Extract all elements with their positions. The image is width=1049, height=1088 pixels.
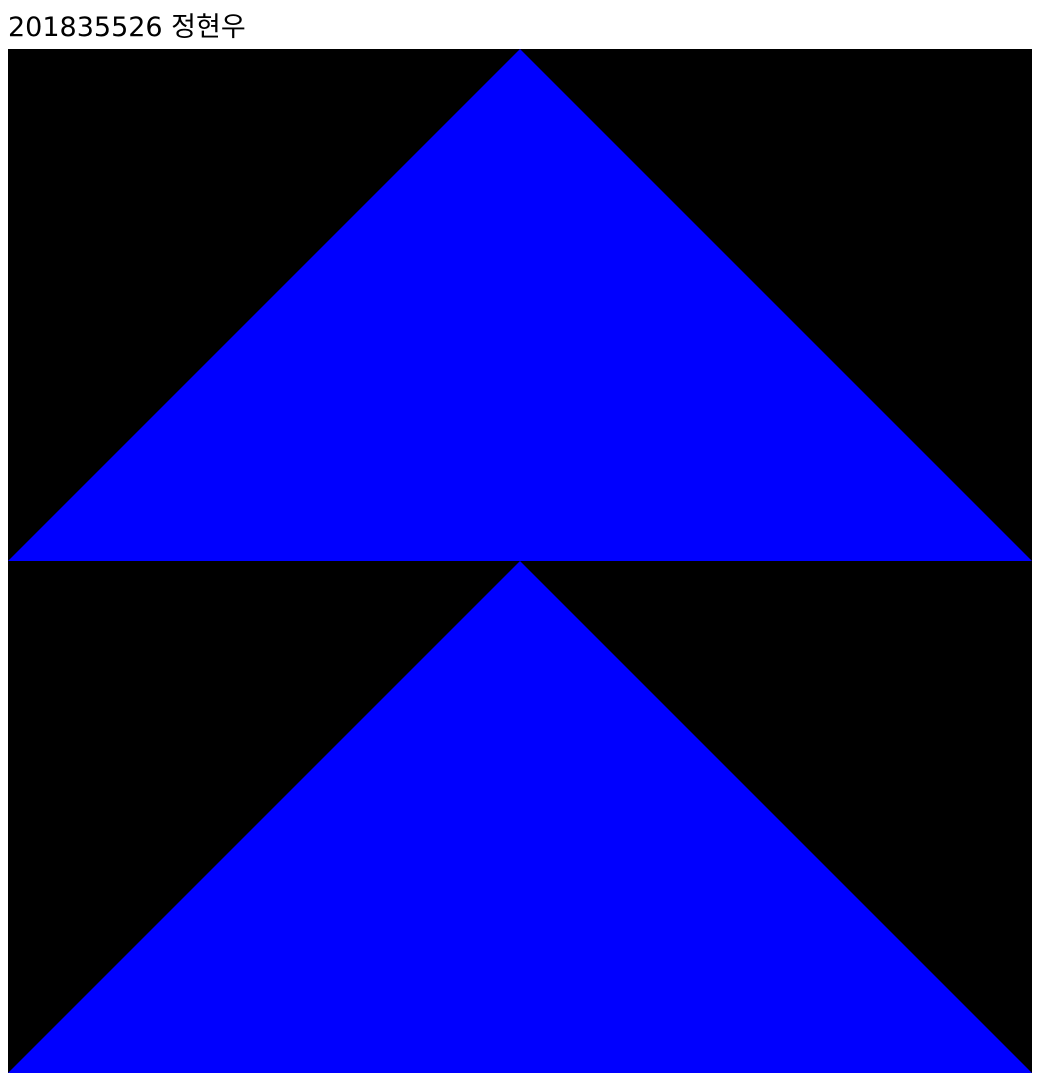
webgl-canvas xyxy=(8,49,1032,1073)
upper-triangle xyxy=(8,49,1032,561)
lower-triangle xyxy=(8,561,1032,1073)
page-heading: 201835526 정현우 xyxy=(8,12,246,43)
